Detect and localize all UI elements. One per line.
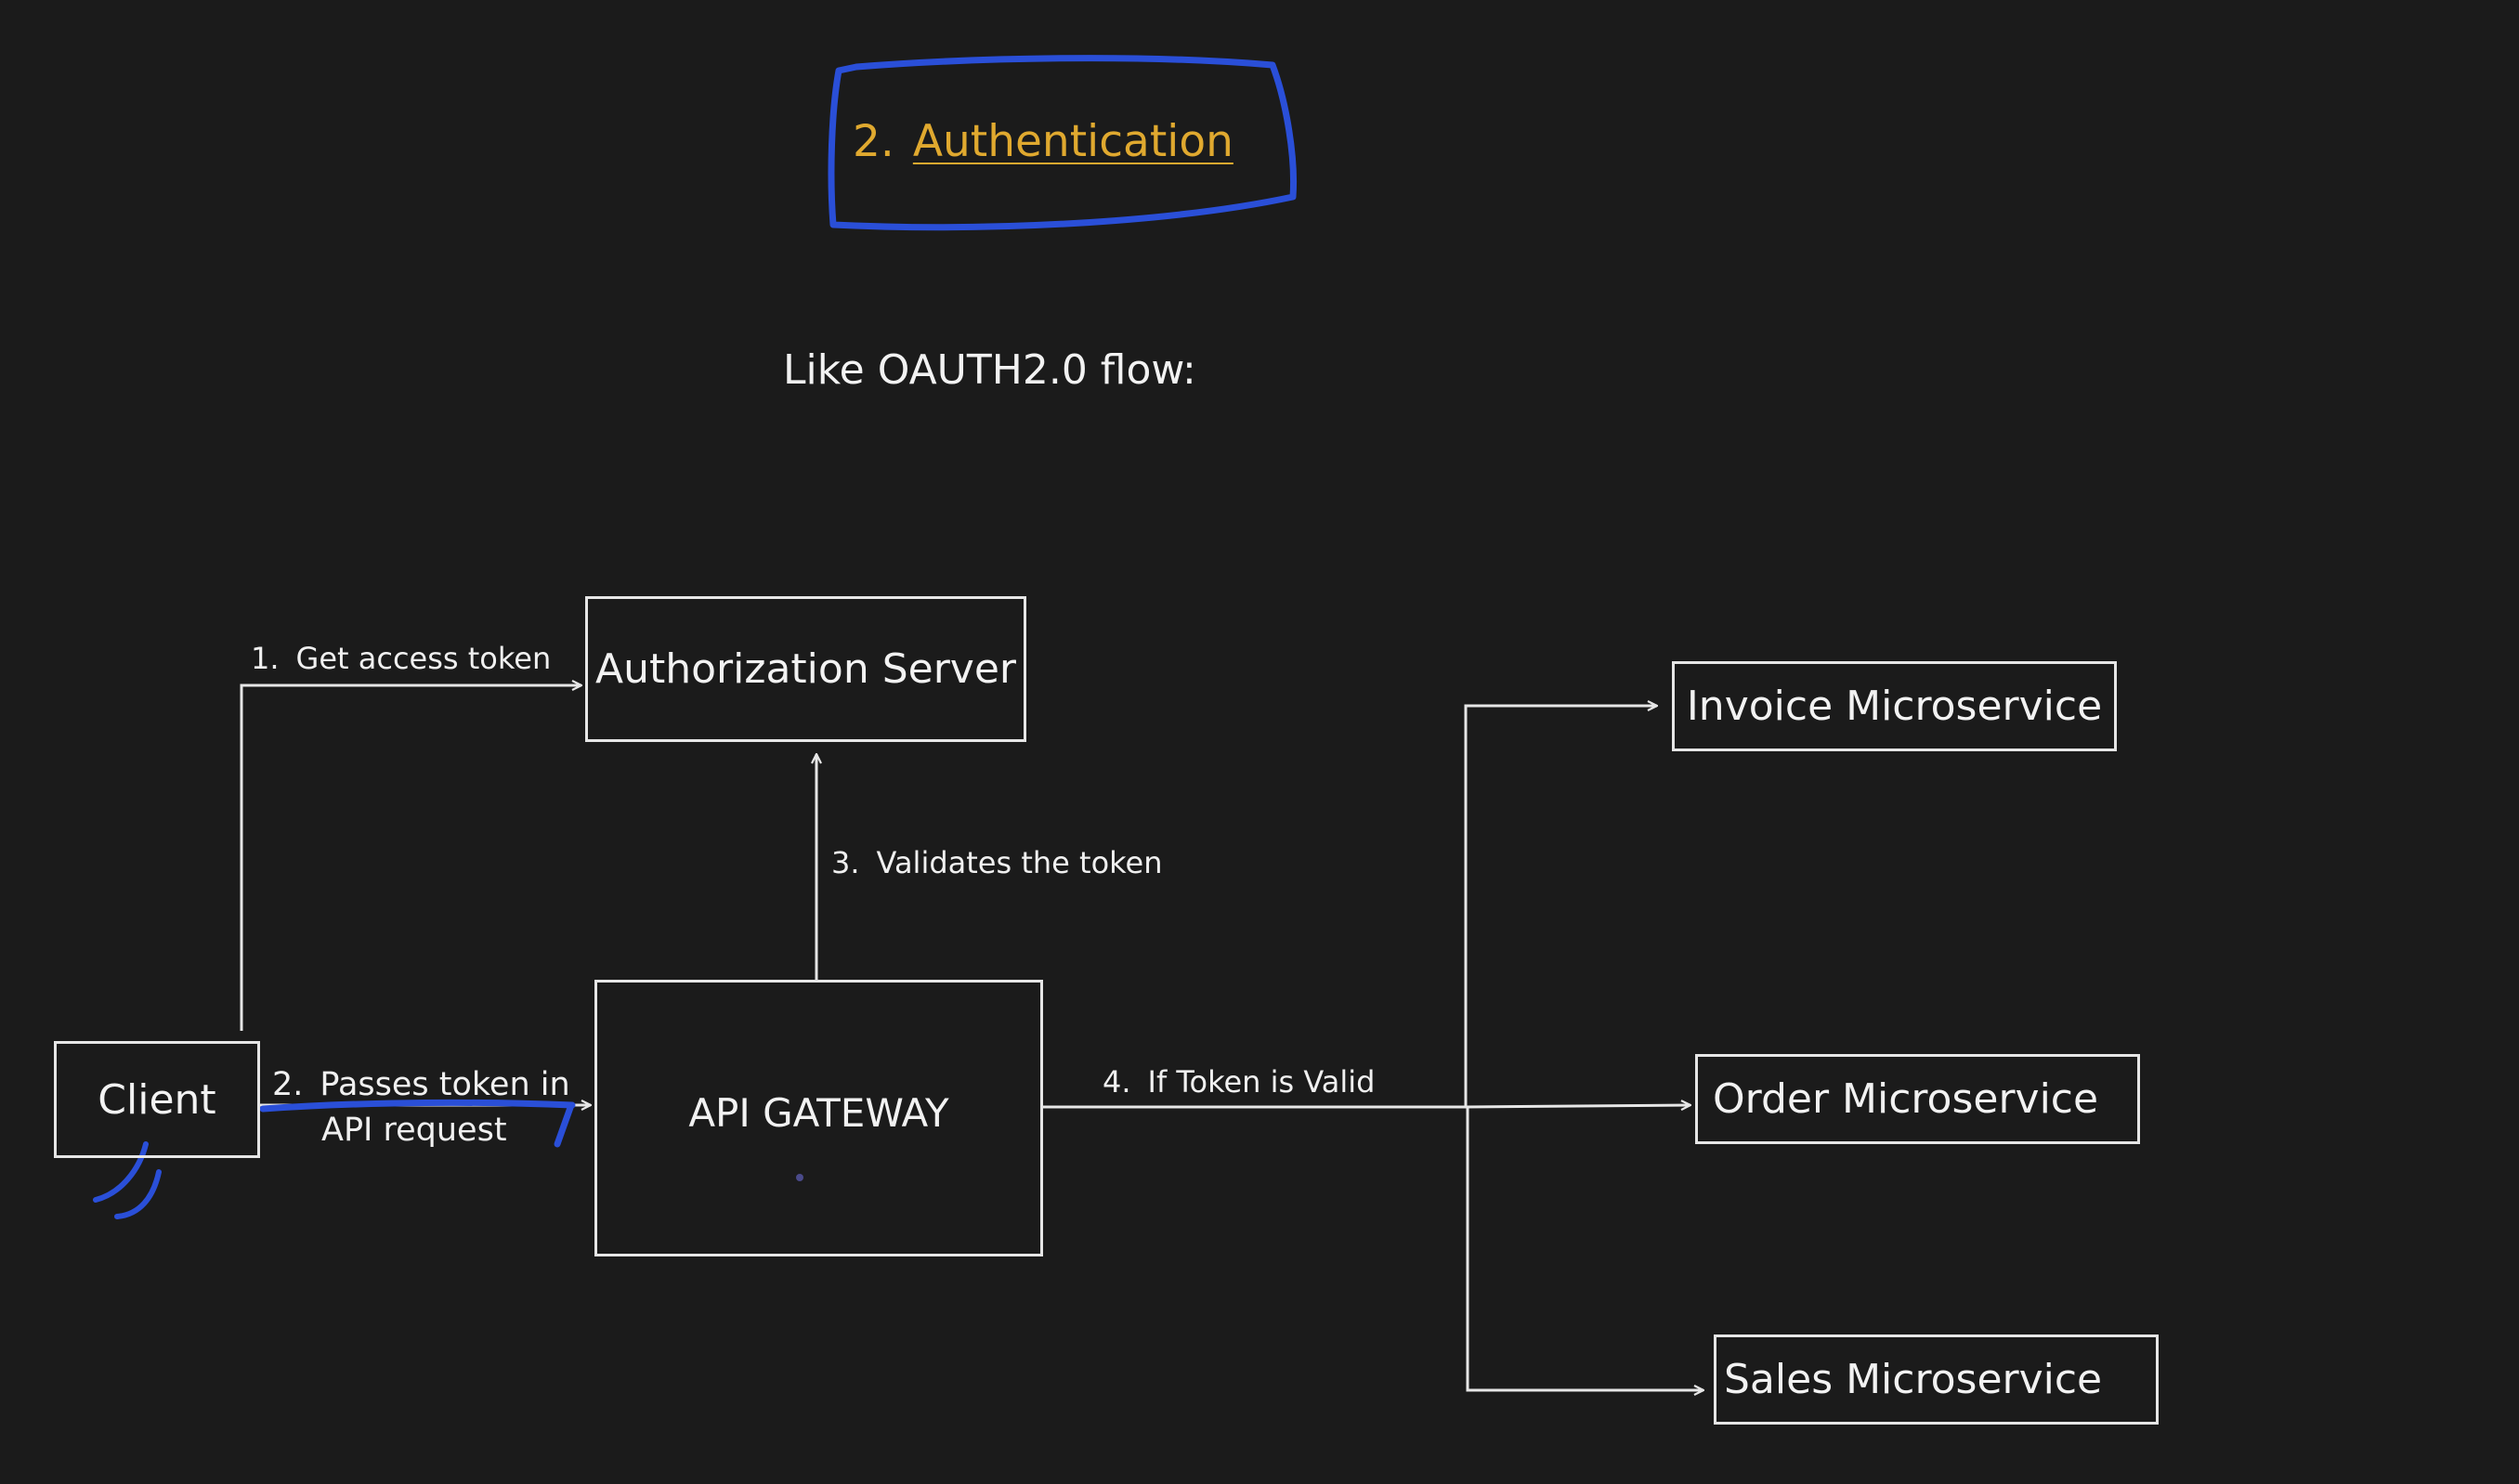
edge-get-access-token <box>240 685 581 1031</box>
node-authorization-server-label: Authorization Server <box>595 645 1016 693</box>
node-api-gateway-label: API GATEWAY <box>688 1090 949 1136</box>
label-step-4: 4. If Token is Valid <box>1103 1064 1375 1100</box>
node-invoice-microservice: Invoice Microservice <box>1672 661 2117 751</box>
node-order-microservice-label: Order Microservice <box>1713 1075 2099 1123</box>
node-authorization-server: Authorization Server <box>585 596 1026 742</box>
node-order-microservice: Order Microservice <box>1695 1054 2140 1144</box>
page-heading: 2. Authentication <box>853 116 1233 167</box>
label-step-3: 3. Validates the token <box>831 845 1163 880</box>
label-step-2-number: 2. <box>272 1066 304 1103</box>
heading-number: 2. <box>853 116 894 167</box>
label-step-2-text-2: API request <box>321 1112 507 1149</box>
client-tick-annotation-1 <box>93 1141 149 1203</box>
node-sales-microservice: Sales Microservice <box>1714 1334 2159 1425</box>
heading-title: Authentication <box>912 116 1233 167</box>
label-step-2: 2. Passes token in API request <box>272 1062 570 1153</box>
node-api-gateway: API GATEWAY <box>594 980 1043 1256</box>
label-step-1: 1. Get access token <box>251 641 551 676</box>
flow-subtitle: Like OAUTH2.0 flow: <box>783 346 1196 394</box>
label-step-1-text: Get access token <box>295 641 552 676</box>
node-invoice-microservice-label: Invoice Microservice <box>1686 683 2103 730</box>
node-sales-microservice-label: Sales Microservice <box>1724 1356 2103 1403</box>
label-step-3-number: 3. <box>831 845 860 880</box>
edge-to-order <box>1465 1105 1690 1107</box>
label-step-1-number: 1. <box>251 641 280 676</box>
edge-to-sales <box>1466 1107 1703 1390</box>
label-step-4-text: If Token is Valid <box>1147 1064 1376 1100</box>
edge-to-invoice <box>1464 706 1657 1107</box>
label-step-2-line-1: 2. Passes token in <box>272 1062 570 1108</box>
label-step-4-number: 4. <box>1103 1064 1131 1100</box>
label-step-2-line-2: API request <box>272 1108 570 1153</box>
node-client: Client <box>54 1041 260 1158</box>
client-tick-annotation-2 <box>114 1169 162 1219</box>
pass-token-highlight-annotation <box>259 1099 576 1113</box>
heading-highlight-annotation <box>828 55 1297 231</box>
gateway-dot <box>796 1174 803 1181</box>
node-client-label: Client <box>98 1075 216 1124</box>
label-step-3-text: Validates the token <box>876 845 1163 880</box>
label-step-2-text-1: Passes token in <box>320 1066 570 1103</box>
pass-token-arrowhead-annotation <box>554 1101 575 1148</box>
